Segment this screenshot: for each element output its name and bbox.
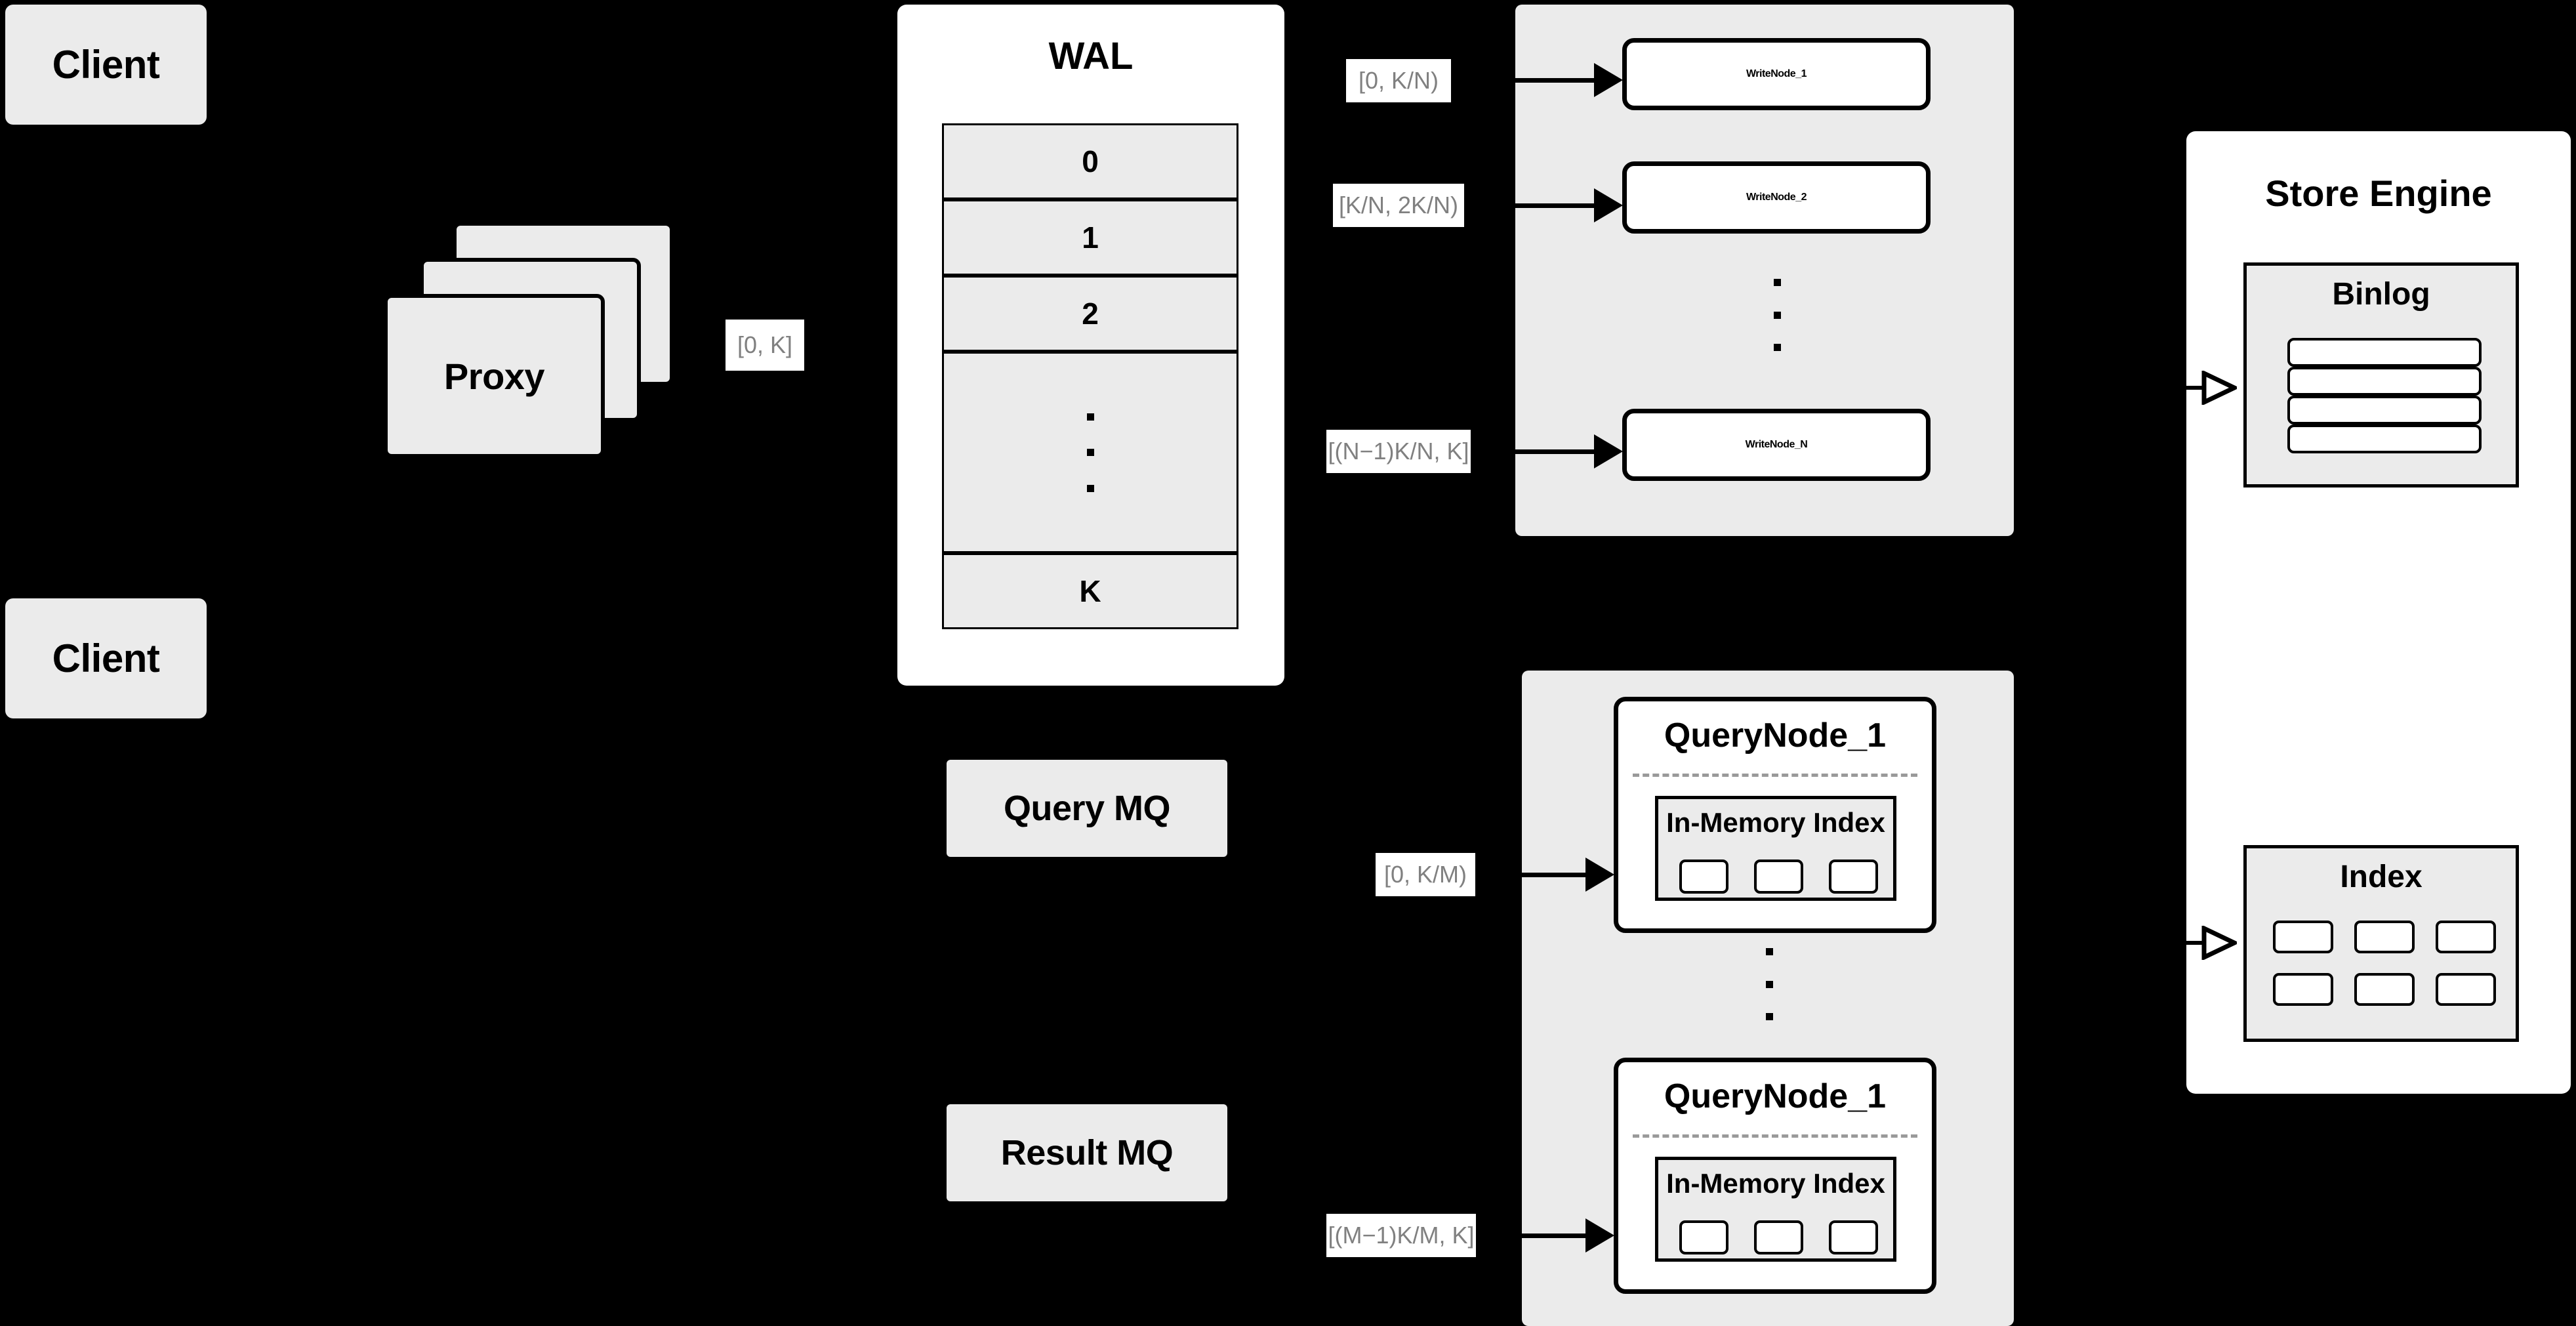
dot [1086, 449, 1094, 456]
write-node-range-label-1: [0, K/N) [1346, 59, 1451, 102]
index-title: Index [2340, 860, 2423, 894]
store-index-chip [2354, 921, 2415, 953]
client-label: Client [52, 636, 160, 680]
write-node-arrow-line-n [1472, 449, 1594, 454]
binlog-arrow-line [2171, 386, 2204, 390]
result-mq-label: Result MQ [1000, 1133, 1174, 1172]
write-node-range-label-n: [(N−1)K/N, K] [1326, 430, 1471, 473]
proxy-range-text: [0, K] [737, 331, 793, 358]
query-node-range-label-1: [0, K/M) [1376, 853, 1475, 896]
write-node-arrow-line-2 [1472, 203, 1594, 208]
wal-cell-label: 2 [1082, 297, 1099, 331]
query-node-separator [1633, 1134, 1917, 1138]
binlog-row [2287, 396, 2482, 425]
write-node-range-label-2: [K/N, 2K/N) [1333, 184, 1464, 227]
write-node-ellipsis-dots [1772, 279, 1782, 351]
wal-cell-k: K [942, 553, 1238, 629]
in-memory-index-title: In-Memory Index [1666, 807, 1885, 838]
wal-title: WAL [1048, 35, 1134, 77]
store-index-chip [2436, 921, 2496, 953]
dot [1765, 1013, 1773, 1020]
dot [1086, 413, 1094, 421]
index-arrow-line [2171, 941, 2204, 945]
in-memory-index-title: In-Memory Index [1666, 1168, 1885, 1199]
query-node-label: QueryNode_1 [1664, 716, 1887, 755]
query-mq-label: Query MQ [1003, 789, 1171, 828]
index-chip [1829, 1220, 1878, 1254]
query-node-arrow-line-1 [1479, 873, 1585, 877]
query-mq-box[interactable]: Query MQ [947, 760, 1227, 857]
binlog-panel: Binlog [2243, 262, 2519, 487]
store-index-chip [2436, 973, 2496, 1006]
write-node-arrow-head-2 [1594, 188, 1623, 222]
proxy-label: Proxy [443, 355, 545, 397]
dot [1765, 980, 1773, 988]
dot [1086, 484, 1094, 492]
dot [1765, 948, 1773, 955]
wal-cell-2: 2 [942, 276, 1238, 352]
write-node-card-2[interactable]: WriteNode_2 [1622, 161, 1931, 234]
range-text: [0, K/N) [1358, 67, 1439, 94]
index-panel: Index [2243, 845, 2519, 1042]
write-node-card-n[interactable]: WriteNode_N [1622, 409, 1931, 481]
write-node-arrow-line-1 [1472, 78, 1594, 83]
write-node-card-1[interactable]: WriteNode_1 [1622, 38, 1931, 110]
range-text: [K/N, 2K/N) [1338, 192, 1459, 218]
wal-cell-1: 1 [942, 199, 1238, 276]
wal-cell-label: 0 [1082, 144, 1099, 178]
query-node-arrow-line-m [1479, 1233, 1585, 1238]
query-node-arrow-head-m [1585, 1218, 1614, 1253]
in-memory-index-box-2: In-Memory Index [1655, 1157, 1896, 1262]
dot [1773, 279, 1781, 286]
query-node-range-label-m: [(M−1)K/M, K] [1326, 1214, 1476, 1257]
store-engine-title: Store Engine [2265, 173, 2492, 214]
wal-ellipsis-dots [1086, 413, 1095, 492]
write-node-label: WriteNode_N [1745, 439, 1808, 450]
range-text: [(N−1)K/N, K] [1328, 438, 1469, 465]
dot [1773, 344, 1781, 351]
binlog-row [2287, 425, 2482, 453]
client-box-1[interactable]: Client [5, 5, 207, 125]
dot [1773, 311, 1781, 319]
proxy-card-front[interactable]: Proxy [384, 294, 605, 458]
query-node-ellipsis-dots [1765, 948, 1774, 1020]
index-chip [1829, 860, 1878, 894]
index-chip [1754, 860, 1803, 894]
range-text: [0, K/M) [1383, 861, 1467, 888]
write-node-arrow-head-1 [1594, 63, 1623, 97]
query-node-label: QueryNode_1 [1664, 1077, 1887, 1115]
write-node-label: WriteNode_2 [1746, 192, 1807, 203]
wal-cell-ellipsis [942, 352, 1238, 553]
write-node-arrow-head-n [1594, 434, 1623, 468]
wal-cell-label: K [1079, 574, 1101, 608]
index-chip [1679, 1220, 1728, 1254]
wal-cell-label: 1 [1082, 220, 1099, 255]
proxy-range-label: [0, K] [726, 320, 804, 371]
client-box-2[interactable]: Client [5, 598, 207, 718]
wal-cell-0: 0 [942, 123, 1238, 199]
binlog-row [2287, 367, 2482, 396]
store-index-chip [2354, 973, 2415, 1006]
index-chip [1679, 860, 1728, 894]
index-chip [1754, 1220, 1803, 1254]
store-index-chip [2273, 921, 2333, 953]
binlog-row [2287, 338, 2482, 367]
result-mq-box[interactable]: Result MQ [947, 1104, 1227, 1201]
write-node-label: WriteNode_1 [1746, 68, 1807, 79]
store-index-chip [2273, 973, 2333, 1006]
binlog-title: Binlog [2332, 277, 2430, 312]
query-node-arrow-head-1 [1585, 858, 1614, 892]
range-text: [(M−1)K/M, K] [1328, 1222, 1475, 1249]
client-label: Client [52, 43, 160, 87]
in-memory-index-box-1: In-Memory Index [1655, 796, 1896, 901]
query-node-separator [1633, 774, 1917, 777]
